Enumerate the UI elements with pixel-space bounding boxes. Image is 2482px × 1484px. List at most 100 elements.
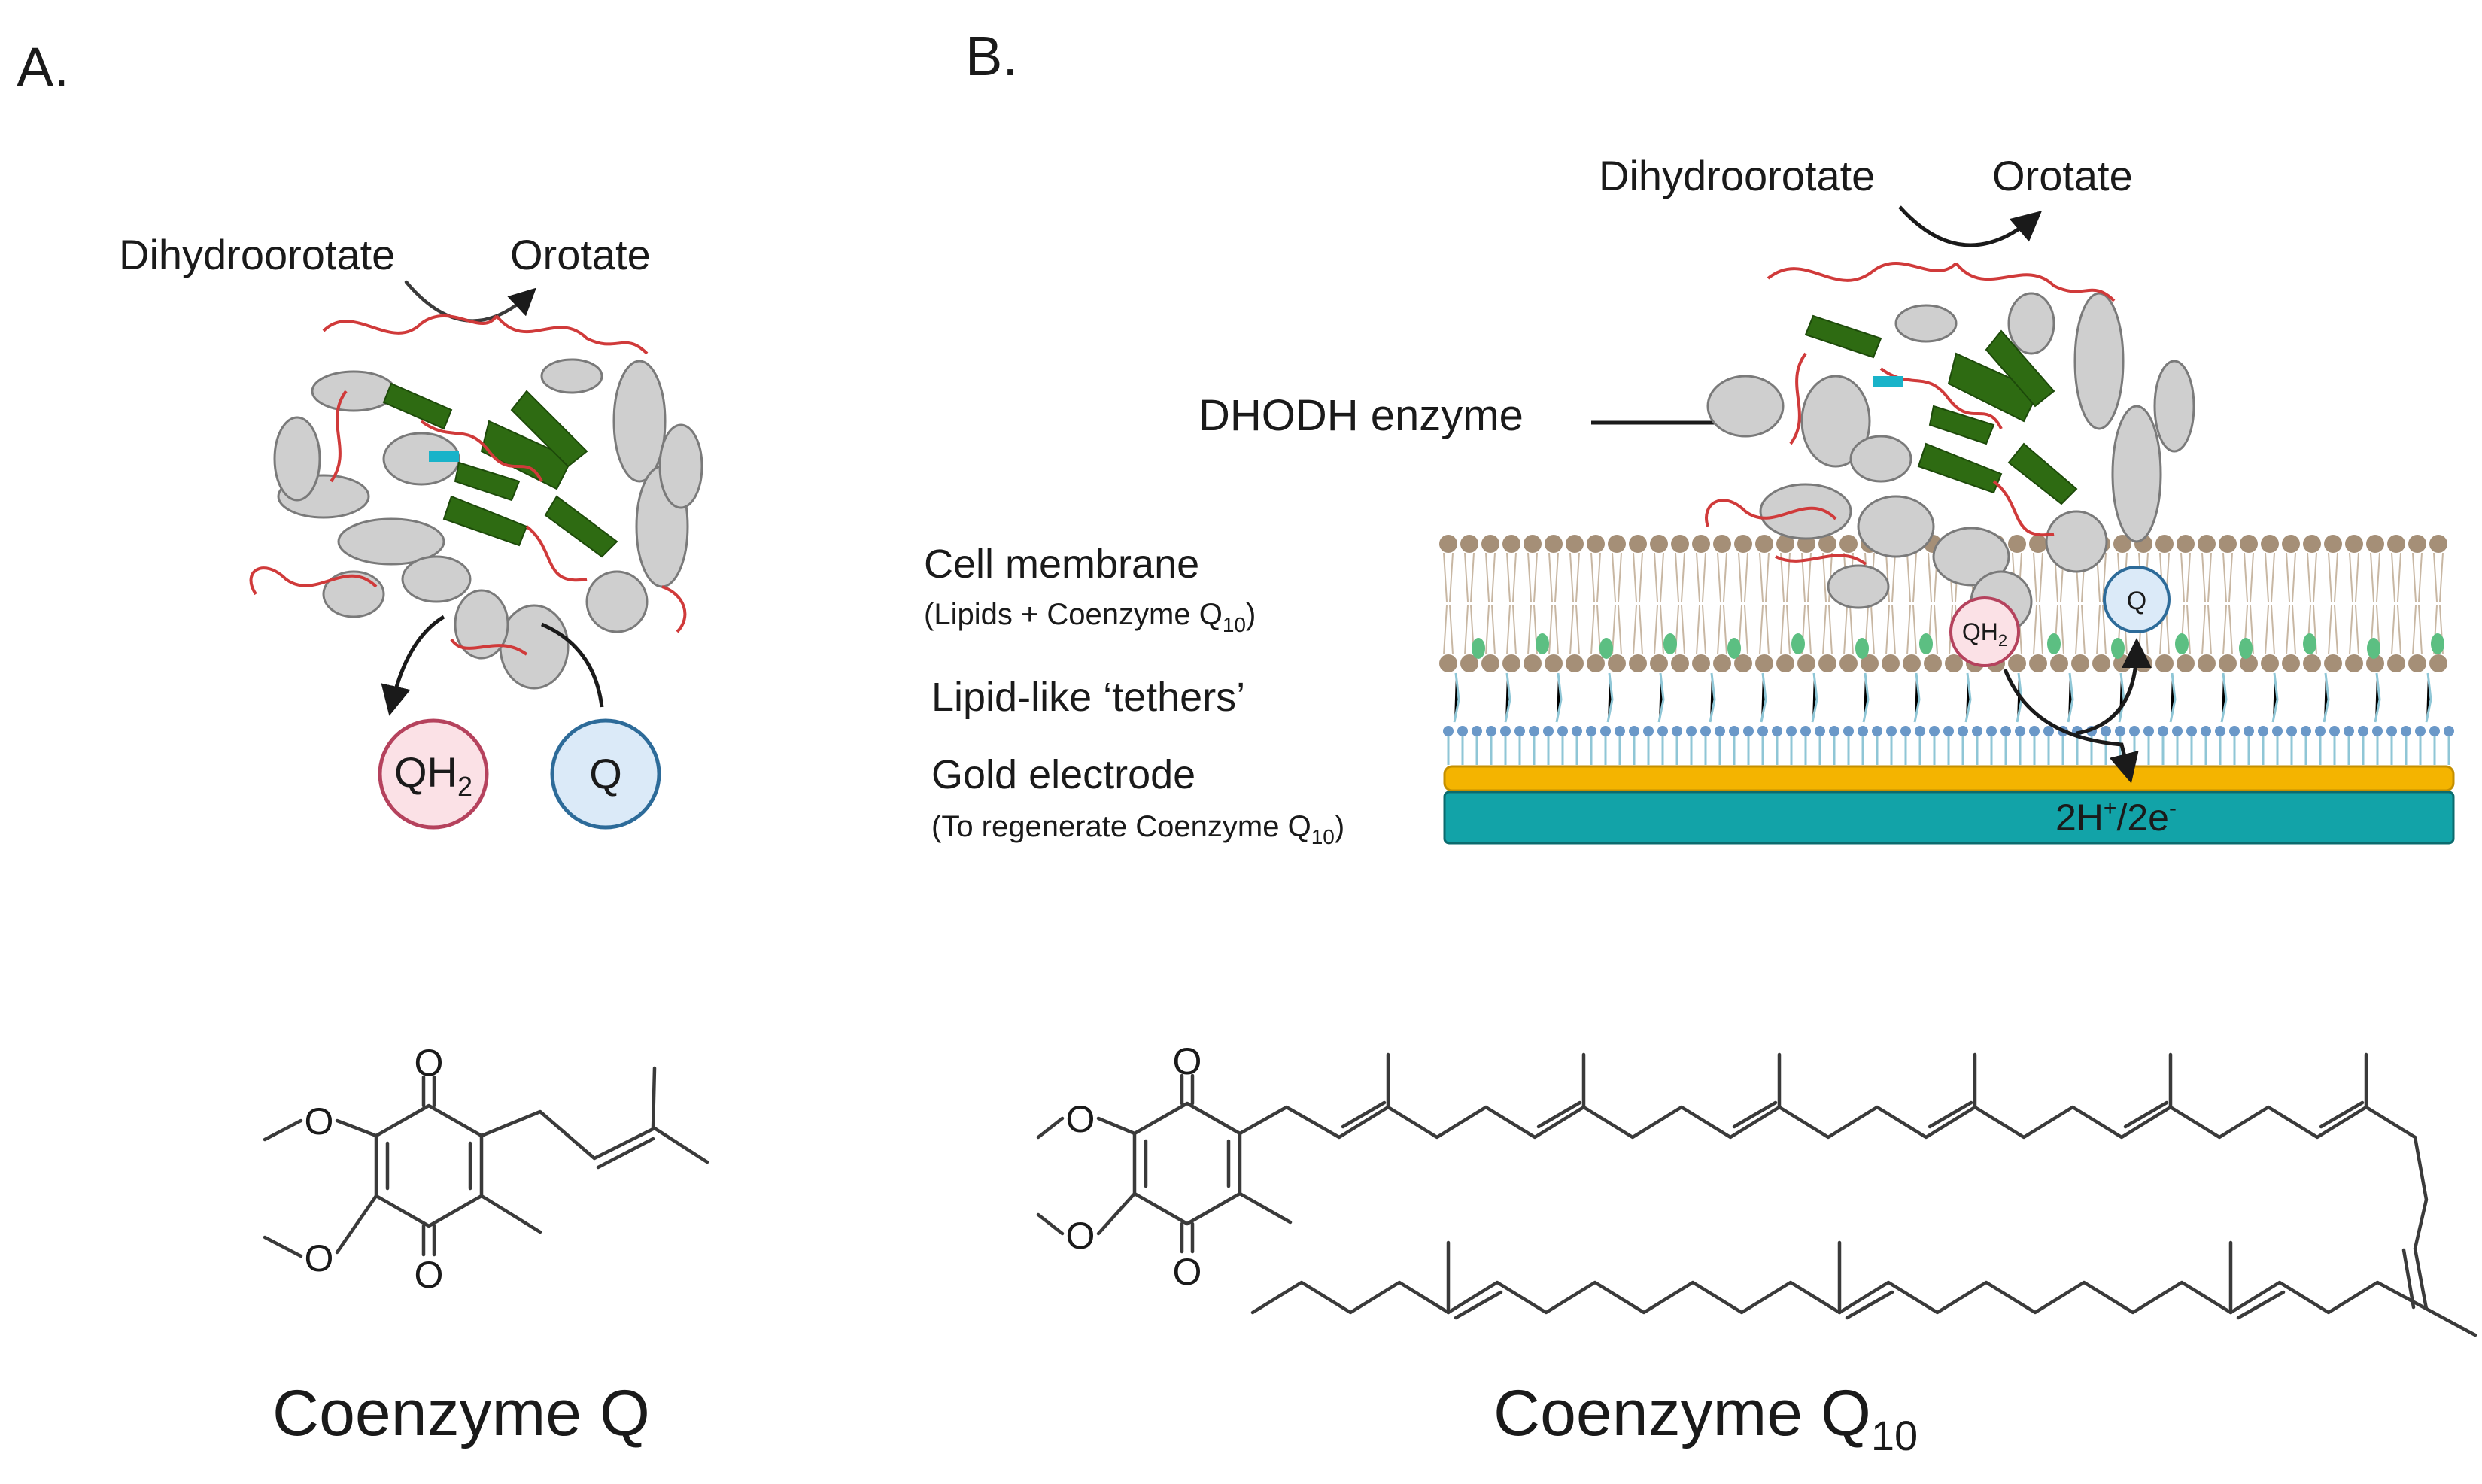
lipid-head bbox=[2092, 654, 2110, 672]
tether-head bbox=[2043, 726, 2054, 736]
panel-b-product-label: Orotate bbox=[1992, 152, 2133, 199]
lipid-tail bbox=[1506, 552, 1517, 655]
lipid-heads-bottom bbox=[1439, 654, 2447, 672]
lipid-tail bbox=[1696, 552, 1706, 655]
lipid-tail bbox=[1928, 552, 1938, 655]
lipid-head bbox=[2387, 535, 2405, 553]
coenzyme-q10-dot bbox=[1919, 633, 1933, 654]
lipid-tail bbox=[2201, 552, 2212, 655]
lipid-head bbox=[1608, 535, 1626, 553]
qh2-to-electrode-arrow bbox=[2003, 669, 2139, 784]
tether-line bbox=[1760, 672, 1767, 723]
panel-a-q-circle: Q bbox=[550, 718, 661, 830]
lipid-head bbox=[1671, 654, 1689, 672]
coq10-oxygen-bottom: O bbox=[1173, 1251, 1202, 1293]
panel-b-qh2-label: QH2 bbox=[1962, 618, 2007, 650]
tether-head bbox=[1800, 726, 1811, 736]
tether-head bbox=[1757, 726, 1768, 736]
lipid-head bbox=[2198, 535, 2216, 553]
coq10-bonds bbox=[1036, 1052, 2477, 1337]
panel-b-substrate-label: Dihydroorotate bbox=[1599, 152, 1875, 199]
coenzyme-q-structure: O O O O Coenzyme Q bbox=[263, 1042, 709, 1449]
lipid-head bbox=[1524, 654, 1542, 672]
lipid-head bbox=[1460, 535, 1478, 553]
panel-a-q-arrow bbox=[541, 622, 604, 708]
lipid-head bbox=[1839, 535, 1858, 553]
panel-a-loops bbox=[249, 314, 687, 656]
tether-head bbox=[1829, 726, 1839, 736]
tether-head bbox=[2158, 726, 2168, 736]
lipid-head bbox=[2261, 654, 2279, 672]
lipid-tail bbox=[1906, 552, 1917, 655]
lipid-head bbox=[2029, 654, 2047, 672]
lipid-head bbox=[1882, 654, 1900, 672]
lipid-tail bbox=[1885, 552, 1896, 655]
panel-a-protein-structure bbox=[249, 314, 703, 690]
tether-head bbox=[1600, 726, 1611, 736]
lipid-head bbox=[2408, 535, 2426, 553]
coq10-label: Coenzyme Q10 bbox=[1493, 1377, 1918, 1459]
tether-head bbox=[1615, 726, 1625, 736]
tether-line bbox=[1657, 672, 1665, 723]
lipid-head bbox=[1502, 654, 1520, 672]
lipid-head bbox=[2177, 535, 2195, 553]
tether-head bbox=[1657, 726, 1668, 736]
panel-a-label: A. bbox=[17, 36, 69, 99]
lipid-tail bbox=[1569, 552, 1580, 655]
lipid-head bbox=[1924, 654, 1942, 672]
lipid-head bbox=[1650, 535, 1668, 553]
lipid-head bbox=[2345, 535, 2363, 553]
membrane-sublabel: (Lipids + Coenzyme Q10) bbox=[924, 598, 1256, 636]
dhodh-ligand bbox=[1873, 376, 1903, 387]
tether-head bbox=[2215, 726, 2225, 736]
tether-head bbox=[2258, 726, 2268, 736]
lipid-head bbox=[2240, 535, 2258, 553]
tether-head bbox=[2000, 726, 2011, 736]
tether-head bbox=[2286, 726, 2297, 736]
tether-layer bbox=[1443, 672, 2454, 765]
tether-head bbox=[1815, 726, 1825, 736]
lipid-head bbox=[2429, 654, 2447, 672]
tether-head bbox=[1457, 726, 1468, 736]
tether-line bbox=[1964, 672, 1972, 723]
tether-line bbox=[2425, 672, 2432, 723]
lipid-head bbox=[2198, 654, 2216, 672]
lipid-head bbox=[1545, 654, 1563, 672]
tether-head bbox=[1500, 726, 1511, 736]
tether-head bbox=[1472, 726, 1482, 736]
lipid-tail bbox=[2033, 552, 2043, 655]
lipid-head bbox=[2219, 654, 2237, 672]
tether-line bbox=[2271, 672, 2279, 723]
electrode-base bbox=[1443, 791, 2455, 845]
lipid-tail bbox=[2307, 552, 2317, 655]
lipid-tail bbox=[1633, 552, 1643, 655]
panel-a: A. Dihydroorotate Orotate bbox=[17, 36, 703, 830]
lipid-head bbox=[1818, 654, 1836, 672]
tether-head bbox=[1872, 726, 1882, 736]
dhodh-protein-structure bbox=[1705, 262, 2195, 633]
lipid-head bbox=[2324, 654, 2342, 672]
lipid-head bbox=[1566, 535, 1584, 553]
lipid-tail bbox=[1822, 552, 1833, 655]
coenzyme-q10-dot bbox=[2047, 633, 2061, 654]
coenzyme-q10-dot bbox=[2111, 638, 2125, 659]
tether-line bbox=[2374, 672, 2381, 723]
enzyme-label: DHODH enzyme bbox=[1198, 391, 1524, 440]
tether-head bbox=[2329, 726, 2340, 736]
electrode-label: Gold electrode bbox=[931, 752, 1195, 797]
lipid-tail bbox=[1612, 552, 1622, 655]
tether-head bbox=[1514, 726, 1525, 736]
lipid-head bbox=[2071, 654, 2089, 672]
coenzyme-q10-dot bbox=[2303, 633, 2316, 654]
tether-head bbox=[1543, 726, 1554, 736]
lipid-head bbox=[2050, 654, 2068, 672]
dhodh-loops bbox=[1705, 262, 2116, 566]
tether-head bbox=[1786, 726, 1797, 736]
lipid-head bbox=[2303, 654, 2321, 672]
panel-a-helix-ribbons bbox=[273, 358, 703, 690]
electrode-sublabel: (To regenerate Coenzyme Q10) bbox=[931, 810, 1344, 848]
lipid-head bbox=[1629, 654, 1647, 672]
tether-line bbox=[1709, 672, 1716, 723]
lipid-tail bbox=[2349, 552, 2359, 655]
lipid-tail bbox=[2391, 552, 2401, 655]
